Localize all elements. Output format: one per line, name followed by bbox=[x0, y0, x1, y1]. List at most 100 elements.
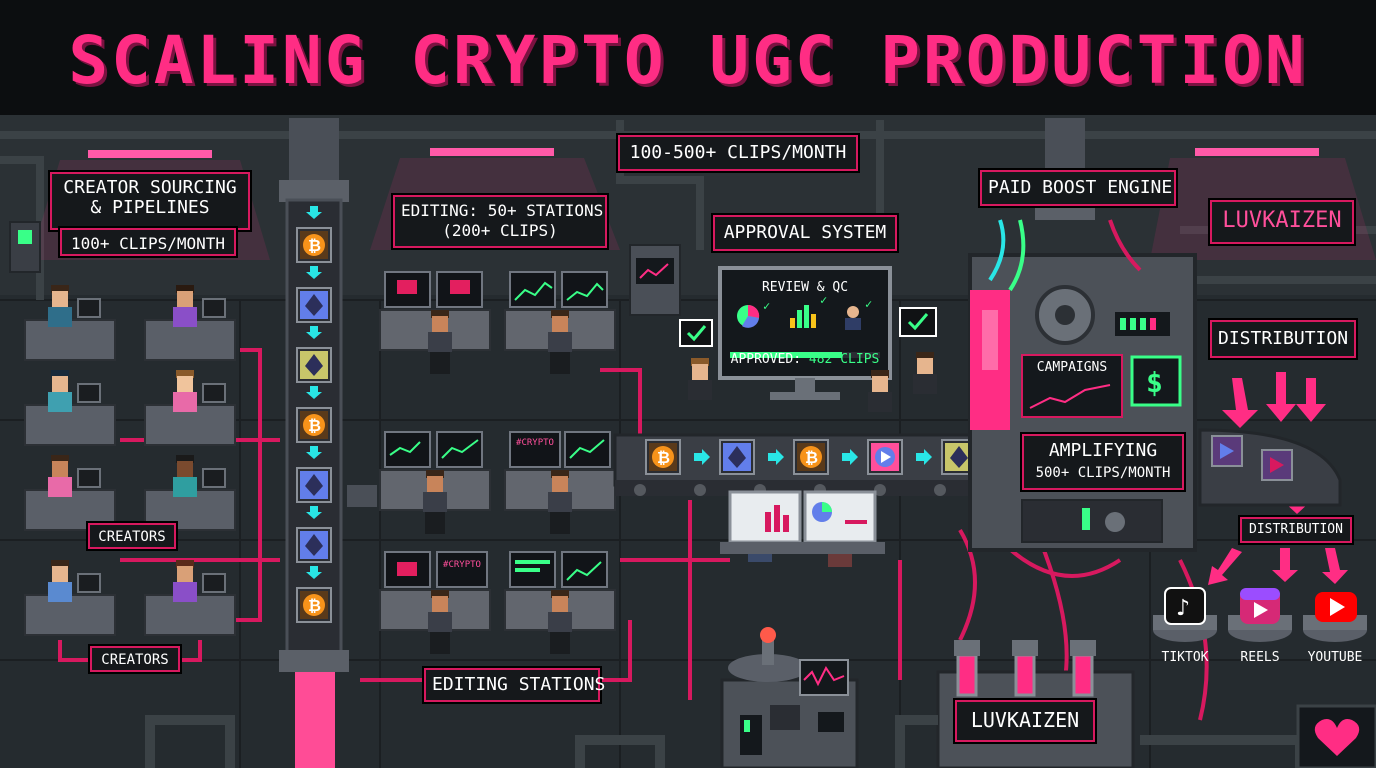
analytics-station bbox=[720, 490, 885, 554]
creator-person bbox=[173, 560, 197, 602]
belt-arrow-icon bbox=[842, 449, 858, 465]
creator-person bbox=[48, 455, 72, 497]
svg-text:₿: ₿ bbox=[805, 448, 818, 467]
distribution-label-2: DISTRIBUTION bbox=[1240, 517, 1352, 543]
tube-arrow-icon bbox=[306, 566, 322, 579]
approved-text: APPROVED: 482 CLIPS bbox=[720, 352, 890, 368]
title-bar bbox=[0, 0, 1376, 115]
belt-arrow-icon bbox=[916, 449, 932, 465]
tube-arrow-icon bbox=[306, 386, 322, 399]
amplifying-line-2: 500+ CLIPS/MONTH bbox=[1035, 465, 1171, 481]
laptop-icon bbox=[202, 573, 226, 593]
office-chair bbox=[430, 352, 450, 374]
ethereum-icon bbox=[296, 527, 332, 563]
boost-cables bbox=[988, 219, 1142, 292]
creator-person bbox=[48, 285, 72, 327]
creator-person bbox=[173, 370, 197, 412]
heart-icon bbox=[1296, 704, 1376, 768]
reels-icon bbox=[1240, 588, 1280, 624]
svg-text:₿: ₿ bbox=[657, 448, 670, 467]
approved-prefix: APPROVED: bbox=[730, 352, 802, 367]
laptop-icon bbox=[77, 298, 101, 318]
office-chair bbox=[550, 632, 570, 654]
paid-boost-label: PAID BOOST ENGINE bbox=[980, 170, 1176, 206]
bitcoin-icon: ₿ bbox=[793, 439, 829, 475]
approver-person bbox=[688, 358, 712, 400]
creator-sourcing-line-2: & PIPELINES bbox=[90, 197, 210, 218]
office-chair bbox=[430, 632, 450, 654]
tiktok-icon: ♪ bbox=[1164, 587, 1206, 625]
laptop-icon bbox=[77, 383, 101, 403]
office-chair bbox=[550, 352, 570, 374]
laptop-icon bbox=[202, 383, 226, 403]
approver-person bbox=[868, 370, 892, 412]
bitcoin-icon: ₿ bbox=[296, 227, 332, 263]
screen-text-crypto-2: #CRYPTO bbox=[443, 560, 481, 570]
svg-text:✓: ✓ bbox=[820, 293, 827, 307]
editing-stations-bottom-label: EDITING STATIONS bbox=[424, 668, 605, 702]
laptop-icon bbox=[77, 573, 101, 593]
editor-person bbox=[548, 310, 572, 352]
tube-arrow-icon bbox=[306, 506, 322, 519]
creator-people bbox=[48, 285, 226, 602]
ethereum-icon bbox=[296, 467, 332, 503]
editor-person bbox=[423, 470, 447, 512]
office-chair bbox=[550, 512, 570, 534]
creator-sourcing-line-1: CREATOR SOURCING bbox=[63, 177, 237, 198]
svg-text:✓: ✓ bbox=[865, 297, 872, 311]
creator-sourcing-label: CREATOR SOURCING & PIPELINES bbox=[50, 172, 250, 230]
svg-text:♪: ♪ bbox=[1176, 596, 1190, 621]
approval-system-label: APPROVAL SYSTEM bbox=[713, 215, 897, 251]
tube-arrow-icon bbox=[306, 326, 322, 339]
brand-logo-bottom: LUVKAIZEN bbox=[955, 700, 1095, 742]
editing-stations-top-label: EDITING: 50+ STATIONS (200+ CLIPS) bbox=[393, 195, 607, 248]
svg-text:₿: ₿ bbox=[308, 236, 321, 255]
svg-text:₿: ₿ bbox=[308, 596, 321, 615]
bitcoin-icon: ₿ bbox=[645, 439, 681, 475]
editor-people bbox=[423, 310, 572, 654]
boost-machine: $ bbox=[968, 118, 1197, 552]
wall-switch bbox=[9, 221, 41, 273]
platform-label-youtube: YOUTUBE bbox=[1307, 650, 1363, 665]
editor-person bbox=[548, 470, 572, 512]
page-title: SCALING CRYPTO UGC PRODUCTION bbox=[68, 22, 1308, 99]
bitcoin-icon: ₿ bbox=[296, 407, 332, 443]
youtube-icon bbox=[1315, 592, 1357, 622]
editor-person bbox=[428, 310, 452, 352]
editing-screen-content bbox=[389, 280, 605, 581]
platform-label-tiktok: TIKTOK bbox=[1161, 650, 1209, 665]
approved-count: 482 CLIPS bbox=[808, 352, 880, 367]
screen-text-crypto-1: #CRYPTO bbox=[516, 438, 554, 448]
amplifying-label: AMPLIFYING 500+ CLIPS/MONTH bbox=[1022, 434, 1184, 490]
office-chair bbox=[425, 512, 445, 534]
campaigns-text: CAMPAIGNS bbox=[1036, 360, 1108, 375]
review-qc-text: REVIEW & QC bbox=[761, 280, 849, 295]
creator-person bbox=[173, 455, 197, 497]
belt-arrow-icon bbox=[768, 449, 784, 465]
svg-text:$: $ bbox=[1146, 366, 1163, 399]
creator-person bbox=[173, 285, 197, 327]
creators-label-2: CREATORS bbox=[90, 646, 180, 672]
editor-person bbox=[548, 590, 572, 632]
amplifying-line-1: AMPLIFYING bbox=[1048, 440, 1158, 461]
approval-monitor: ✓ ✓ ✓ bbox=[718, 266, 892, 400]
brand-logo-top: LUVKAIZEN bbox=[1210, 200, 1354, 244]
tube-arrow-icon bbox=[306, 206, 322, 219]
creator-person bbox=[48, 370, 72, 412]
tube-arrow-icon bbox=[306, 446, 322, 459]
ethereum-icon bbox=[296, 347, 332, 383]
creator-person bbox=[48, 560, 72, 602]
bitcoin-icon: ₿ bbox=[296, 587, 332, 623]
distribution-arrows bbox=[1208, 372, 1348, 585]
svg-text:₿: ₿ bbox=[308, 416, 321, 435]
belt-items: ₿₿ bbox=[645, 439, 977, 475]
control-panel bbox=[629, 244, 681, 316]
editing-top-line-2: (200+ CLIPS) bbox=[442, 221, 558, 240]
ethereum-icon bbox=[719, 439, 755, 475]
editing-top-line-1: EDITING: 50+ STATIONS bbox=[401, 201, 604, 220]
ethereum-icon bbox=[296, 287, 332, 323]
bottom-console bbox=[720, 627, 859, 768]
check-bubbles bbox=[679, 307, 937, 347]
svg-text:✓: ✓ bbox=[763, 299, 770, 313]
